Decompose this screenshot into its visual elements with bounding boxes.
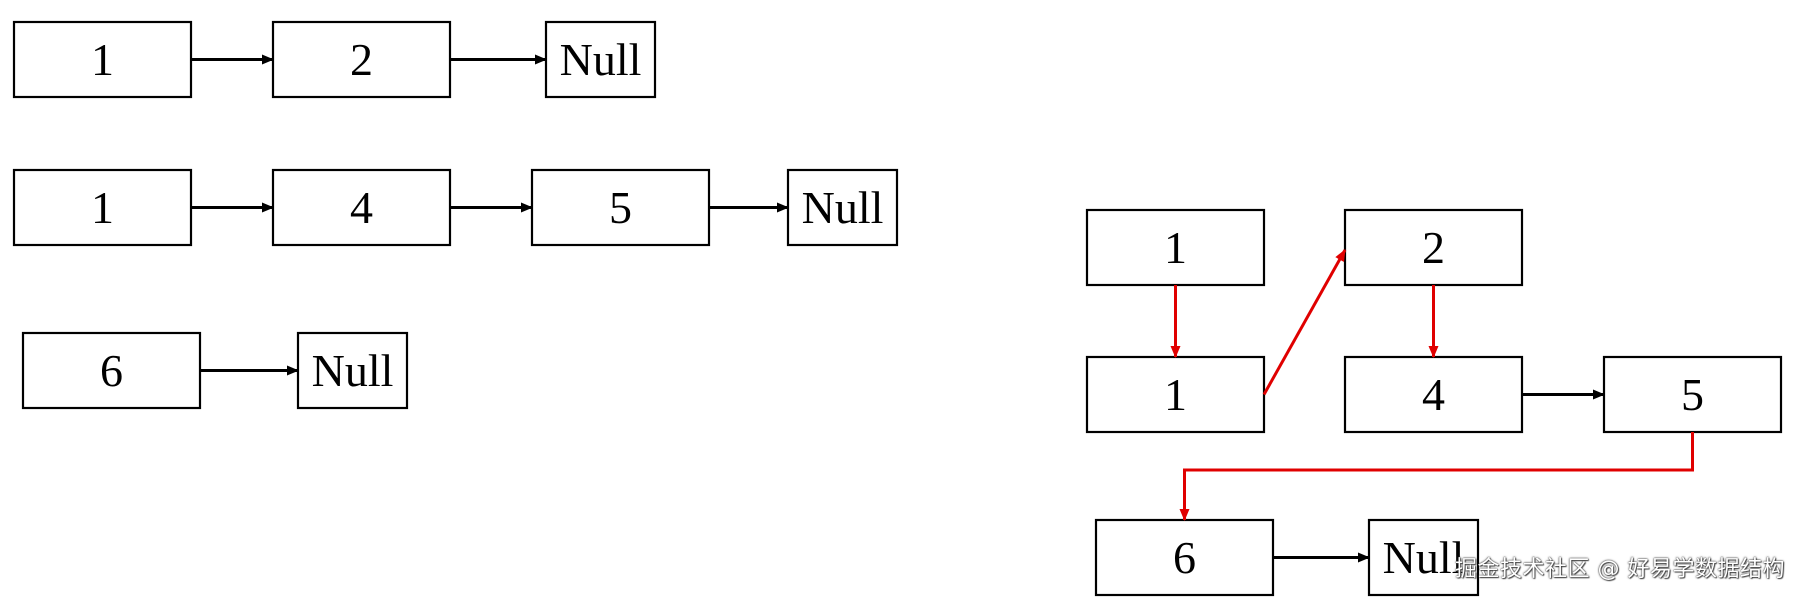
list3-null: Null [296,331,409,410]
merged-node-4: 4 [1343,355,1524,434]
svg-text:Null: Null [560,34,642,85]
svg-text:1: 1 [1164,222,1187,273]
svg-text:1: 1 [1164,369,1187,420]
list2-node-1: 1 [12,168,193,247]
svg-text:4: 4 [1422,369,1445,420]
svg-text:1: 1 [91,182,114,233]
list1-node-1: 1 [12,20,193,99]
svg-text:6: 6 [1173,532,1196,583]
list3-node-6: 6 [21,331,202,410]
svg-text:6: 6 [100,345,123,396]
svg-text:2: 2 [350,34,373,85]
list2-node-4: 4 [271,168,452,247]
merged-node-5: 5 [1602,355,1783,434]
merged-arrow-1-to-2 [1262,249,1347,396]
merged-node-1b: 1 [1085,355,1266,434]
svg-text:Null: Null [312,345,394,396]
merged-node-1a: 1 [1085,208,1266,287]
merged-arrow-5-to-6 [1179,432,1694,521]
svg-text:4: 4 [350,182,373,233]
watermark-text: 掘金技术社区 @ 好易学数据结构 [1455,557,1785,582]
merged-null: Null [1367,518,1480,597]
svg-text:1: 1 [91,34,114,85]
svg-text:Null: Null [1383,532,1465,583]
list1-node-2: 2 [271,20,452,99]
svg-text:5: 5 [609,182,632,233]
list2-node-5: 5 [530,168,711,247]
svg-text:2: 2 [1422,222,1445,273]
list2-null: Null [786,168,899,247]
merged-node-2: 2 [1343,208,1524,287]
merged-node-6: 6 [1094,518,1275,597]
svg-text:5: 5 [1681,369,1704,420]
list1-null: Null [544,20,657,99]
svg-text:Null: Null [802,182,884,233]
